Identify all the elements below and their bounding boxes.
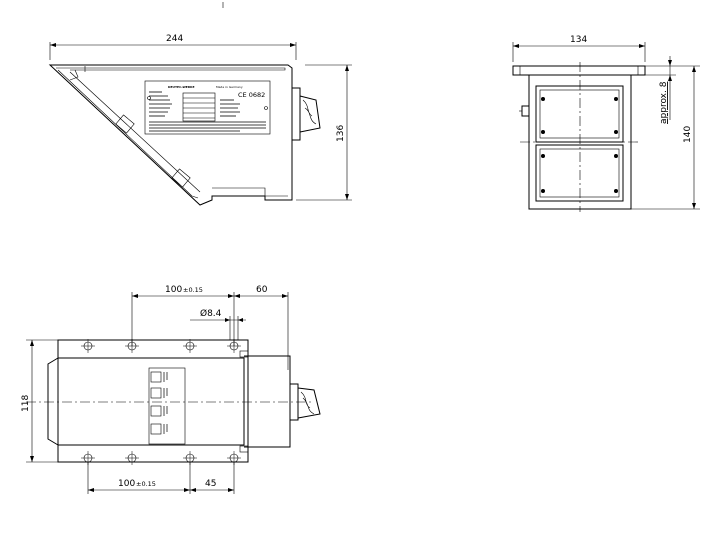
nameplate-brand: DEUTEC-WERKE: [168, 85, 195, 89]
bottom-pitch-label: 100: [118, 479, 135, 489]
bottom-offset-label: 45: [205, 479, 216, 489]
nameplate-origin: Made in Germany: [216, 85, 243, 89]
connector-body: [299, 95, 321, 133]
nameplate-rivet-right: [264, 106, 268, 110]
flange-label: approx. 8: [659, 81, 669, 124]
right-overhang-label: 60: [256, 285, 268, 295]
side-base-step: [212, 187, 266, 196]
bottom-front-lip: [47, 357, 59, 446]
hole-dia-label: Ø8.4: [200, 308, 222, 319]
nameplate-ce: CE 0682: [238, 91, 265, 99]
front-flange: [512, 65, 646, 76]
front-height-label: 140: [683, 126, 693, 143]
side-slope-inner-2: [69, 71, 201, 193]
front-side-knob: [521, 105, 530, 117]
side-height-label: 136: [336, 125, 346, 142]
connector-thread: [302, 99, 317, 125]
front-panel-lower: [535, 144, 624, 202]
top-pitch-label: 100: [165, 285, 182, 295]
side-bracket-lower: [171, 168, 191, 188]
top-pitch-tol: ±0.15: [183, 286, 203, 294]
front-width-label: 134: [570, 35, 587, 45]
side-top-flange: [56, 67, 286, 71]
side-body-outline: [48, 64, 293, 206]
side-connector: [291, 87, 321, 141]
nameplate-fine-print: [149, 91, 266, 132]
connector-flange: [291, 87, 301, 141]
bottom-pitch-tol: ±0.15: [136, 480, 156, 488]
side-width-label: 244: [166, 34, 183, 44]
nameplate: DEUTEC-WERKE Made in Germany CE 0682: [144, 80, 271, 135]
bottom-label-strip: [148, 367, 186, 445]
front-view: 134 approx. 8 140: [512, 35, 700, 212]
nameplate-frame: [144, 80, 271, 135]
side-view: 244 DEUTEC-WERKE Made in Germany CE 0682: [48, 34, 352, 206]
bottom-view: 100 ±0.15 60 Ø8.4: [21, 285, 321, 494]
nameplate-rivet-left: [147, 96, 151, 100]
side-slope-inner: [57, 69, 199, 199]
side-hinge-top: [69, 69, 79, 81]
front-panel-screws: [541, 97, 618, 193]
bottom-connector: [289, 383, 321, 421]
bottom-height-label: 118: [21, 395, 31, 412]
front-panel-upper: [535, 85, 624, 143]
nameplate-field-box: [182, 92, 216, 122]
side-bracket-upper: [115, 114, 135, 134]
bottom-housing-right: [244, 355, 291, 448]
